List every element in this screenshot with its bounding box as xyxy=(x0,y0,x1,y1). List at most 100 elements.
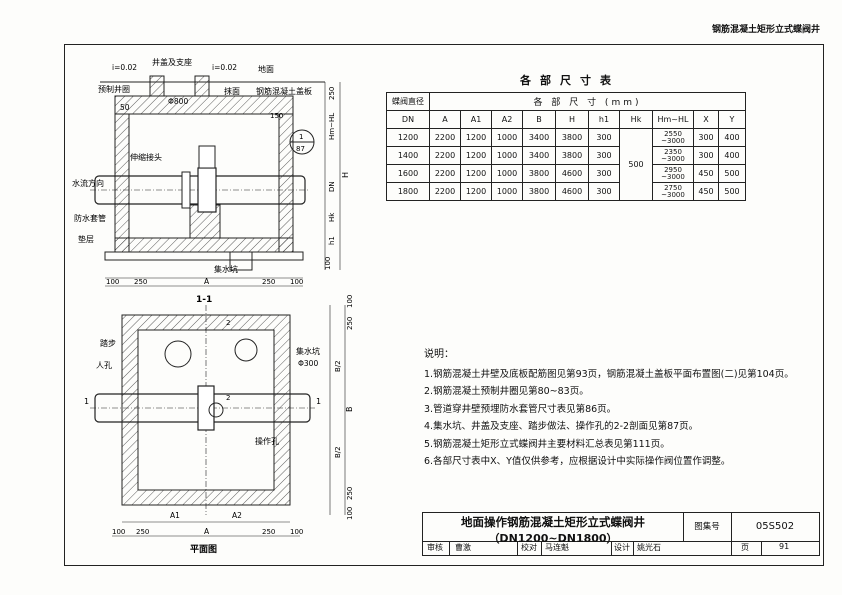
precast-ring xyxy=(149,75,165,97)
expansion-joint xyxy=(181,171,191,209)
sep xyxy=(633,541,634,555)
cell-b: 3400 xyxy=(522,146,556,165)
cell-a2: 1000 xyxy=(491,146,523,165)
cell-a: 2200 xyxy=(429,128,461,147)
header-cell: h1 xyxy=(588,110,620,129)
plan-dim-100-top: 100 xyxy=(346,295,354,308)
butterfly-valve xyxy=(197,167,217,213)
cell-hm-top: 2950 xyxy=(664,165,682,174)
cell-h1: 300 xyxy=(588,146,620,165)
header-cell: Hm~HL xyxy=(652,110,694,129)
title-block: 地面操作钢筋混凝土矩形立式蝶阀井 （DN1200~DN1800） 图集号 05S… xyxy=(422,512,820,556)
header-cell: H xyxy=(555,110,589,129)
dim-hk: Hk xyxy=(328,212,336,222)
sep xyxy=(449,541,450,555)
cell-a: 2200 xyxy=(429,146,461,165)
plaster-label: 抹面 xyxy=(224,86,240,96)
operating-hole-label: 操作孔 xyxy=(255,436,279,446)
cell-hm: 2950~3000 xyxy=(652,164,694,183)
plan-dim-a: A xyxy=(204,527,210,536)
dim-250-bottom-r: 250 xyxy=(262,278,275,286)
header-cell: Hk xyxy=(619,110,653,129)
sep xyxy=(541,541,542,555)
cell-hm-bot: ~3000 xyxy=(661,190,685,199)
checker-name: 马连魁 xyxy=(545,543,569,552)
cell-dn: 1800 xyxy=(386,182,430,201)
plan-dim-b: B xyxy=(345,407,354,413)
header-cell: A xyxy=(429,110,461,129)
cell-hm-bot: ~3000 xyxy=(661,136,685,145)
title-block-main: 地面操作钢筋混凝土矩形立式蝶阀井 （DN1200~DN1800） xyxy=(423,513,684,545)
note-item: 1.钢筋混凝土井壁及底板配筋图见第93页，钢筋混凝土盖板平面布置图(二)见第10… xyxy=(424,368,794,380)
note-item: 2.钢筋混凝土预制井圈见第80~83页。 xyxy=(424,386,589,397)
plan-dim-100-bot: 100 xyxy=(346,507,354,520)
section-mark-right: 1 xyxy=(316,397,321,406)
expansion-joint-label: 伸缩接头 xyxy=(130,152,162,162)
designer-name: 姚光石 xyxy=(637,543,661,552)
cell-hm: 2350~3000 xyxy=(652,146,694,165)
sheet-header-title: 钢筋混凝土矩形立式蝶阀井 xyxy=(711,25,820,35)
ground-label: 地面 xyxy=(258,64,274,74)
dim-100-side: 100 xyxy=(324,257,332,270)
dim-h1: h1 xyxy=(328,236,336,245)
cell-x: 450 xyxy=(693,182,719,201)
plan-sump-dia: Φ300 xyxy=(298,359,318,368)
sep xyxy=(517,541,518,555)
cell-a2: 1000 xyxy=(491,164,523,183)
cell-x: 450 xyxy=(693,164,719,183)
ladder-label: 踏步 xyxy=(100,338,116,348)
table-row: 1600 2200 1200 1000 3800 4600 300 2950~3… xyxy=(386,164,746,183)
cell-x: 300 xyxy=(693,128,719,147)
cell-dn: 1600 xyxy=(386,164,430,183)
ref-page: 87 xyxy=(296,145,305,153)
cell-hm-top: 2550 xyxy=(664,129,682,138)
manhole-label: 人孔 xyxy=(96,361,112,370)
cell-h: 3800 xyxy=(555,128,589,147)
sep xyxy=(731,541,732,555)
dim-250-bottom: 250 xyxy=(134,278,147,286)
cell-h1: 300 xyxy=(588,182,620,201)
dim-250-top: 250 xyxy=(328,87,336,100)
sep xyxy=(611,541,612,555)
cell-y: 400 xyxy=(718,128,746,147)
dim-a-bottom: A xyxy=(204,277,210,286)
atlas-label: 图集号 xyxy=(683,513,732,542)
col-group-header: 各 部 尺 寸 (mm) xyxy=(429,92,746,111)
check-label: 校对 xyxy=(521,543,537,552)
precast-ring-right xyxy=(194,75,210,97)
plan-dim-250-top: 250 xyxy=(346,317,354,330)
cell-h1: 300 xyxy=(588,128,620,147)
plan-operating-hole xyxy=(208,402,224,418)
dim-hm: Hm~HL xyxy=(328,113,336,140)
ref-num: 1 xyxy=(299,133,303,141)
header-cell: A2 xyxy=(491,110,523,129)
note-item: 3.管道穿井壁预埋防水套管尺寸表见第86页。 xyxy=(424,403,617,415)
plan-dim-250-r: 250 xyxy=(262,528,275,536)
cell-b: 3800 xyxy=(522,182,556,201)
plan-dim-b2-top: B/2 xyxy=(334,360,342,372)
deck-slab xyxy=(114,95,294,115)
sep xyxy=(761,541,762,555)
section2-mark-bot: 2 xyxy=(226,394,230,402)
plan-manhole xyxy=(164,340,192,368)
plan-dim-a1: A1 xyxy=(170,511,180,520)
cell-a: 2200 xyxy=(429,164,461,183)
cell-b: 3400 xyxy=(522,128,556,147)
atlas-number: 05S502 xyxy=(731,513,819,542)
opening-label: Φ800 xyxy=(168,97,188,106)
dim-50: 50 xyxy=(120,103,130,112)
slope-right: i=0.02 xyxy=(212,63,237,72)
note-item: 4.集水坑、井盖及支座、踏步做法、操作孔的2-2剖面见第87页。 xyxy=(424,421,699,432)
dims-table-title: 各部尺寸表 xyxy=(520,74,620,87)
cell-a2: 1000 xyxy=(491,128,523,147)
plan-valve xyxy=(197,385,215,431)
cushion-label: 垫层 xyxy=(78,234,94,244)
plan-dim-b2-bot: B/2 xyxy=(334,446,342,458)
cushion-layer xyxy=(104,251,304,261)
cell-hm: 2750~3000 xyxy=(652,182,694,201)
cell-a2: 1000 xyxy=(491,182,523,201)
title-block-sign-row: 审核 曹激 校对 马连魁 设计 姚光石 页 91 xyxy=(423,541,821,555)
cell-y: 400 xyxy=(718,146,746,165)
